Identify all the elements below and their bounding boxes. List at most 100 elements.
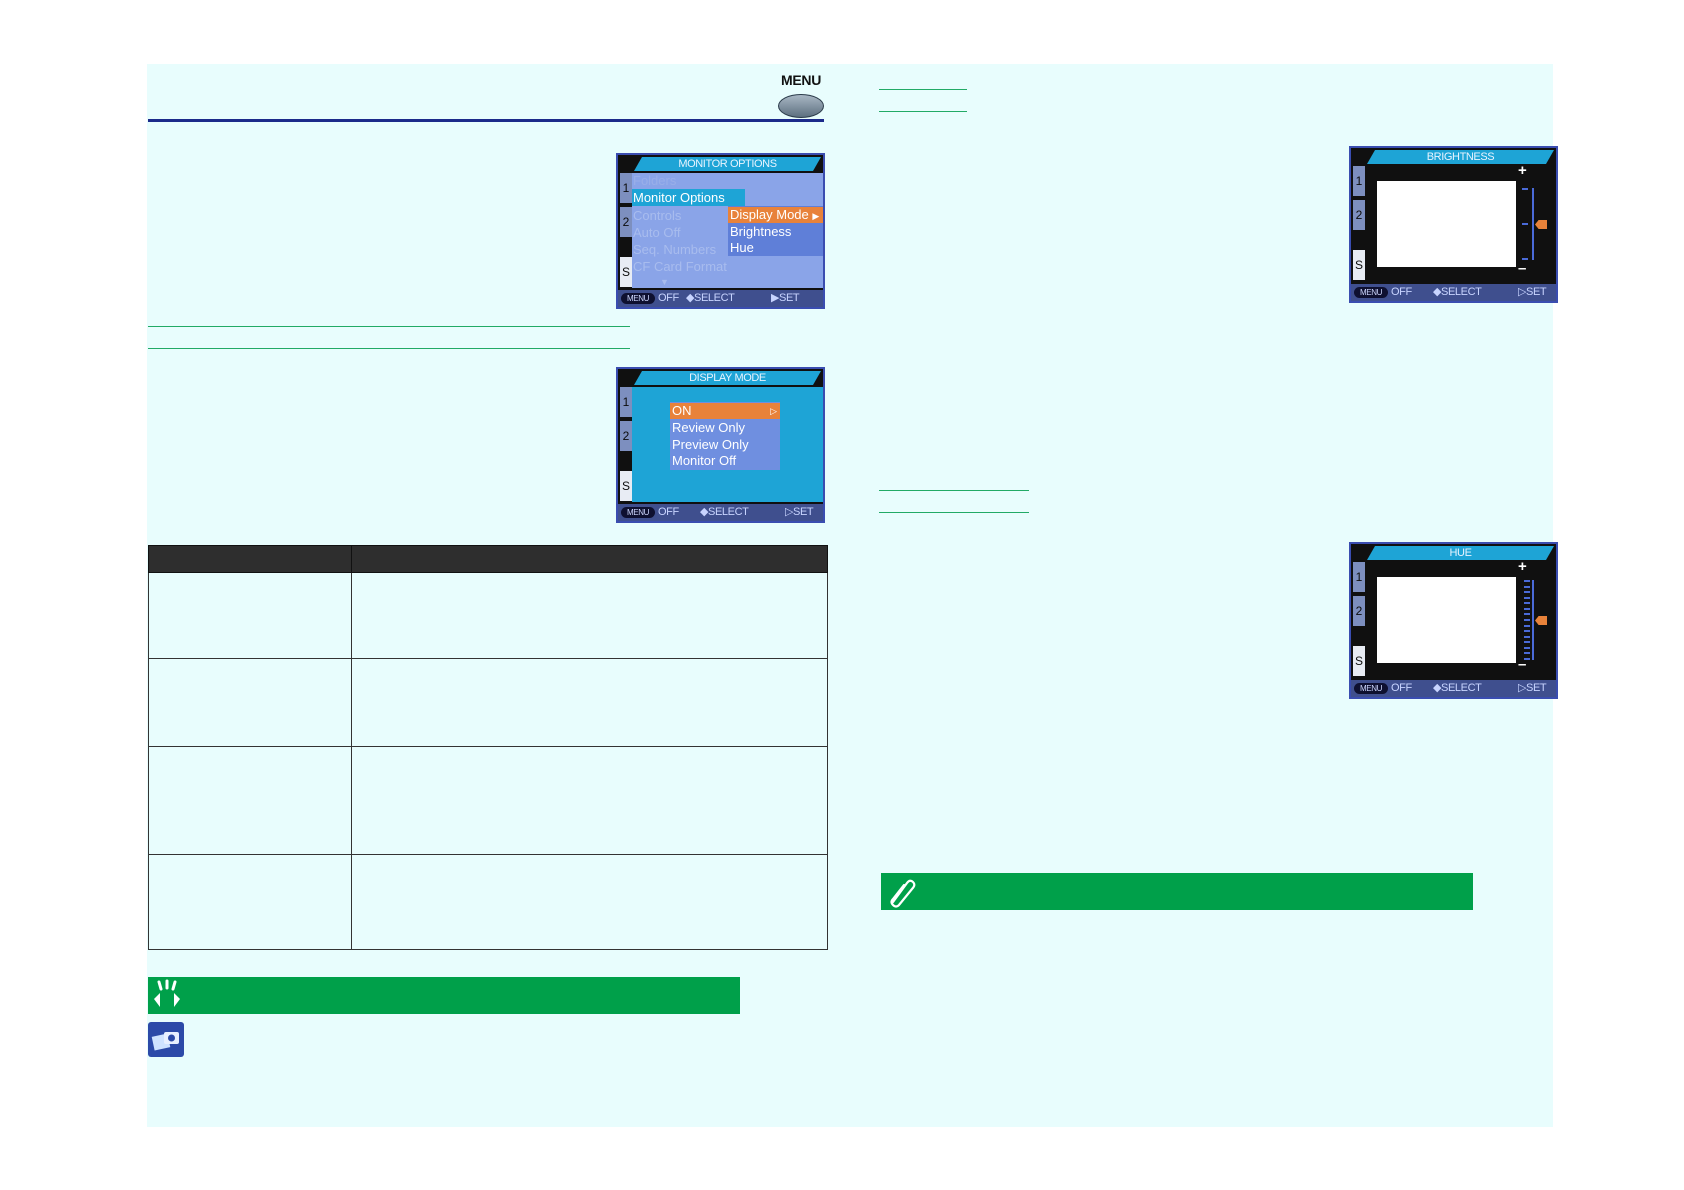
scale-tick — [1522, 223, 1528, 225]
caution-bar — [148, 977, 740, 1014]
scale-tick — [1524, 619, 1530, 621]
footer-select: ◆SELECT — [686, 292, 735, 304]
option-item: Monitor Off — [672, 453, 737, 468]
footer-set: ▶SET — [771, 292, 800, 304]
option-label: ON — [672, 403, 692, 418]
display-mode-screen: DISPLAY MODE 1 2 S ON ▷ Review Only Prev… — [616, 367, 825, 523]
level-marker — [1535, 220, 1547, 229]
scale-tick — [1524, 613, 1530, 615]
scale-tick — [1524, 591, 1530, 593]
scale-tick — [1524, 641, 1530, 643]
level-marker — [1535, 616, 1547, 625]
preview-area — [1377, 181, 1516, 267]
submenu: Display Mode ▶ Brightness Hue — [728, 206, 823, 256]
display-mode-table — [148, 545, 828, 950]
scale-tick — [1524, 658, 1530, 660]
menu-item: Folders — [633, 173, 677, 188]
scale-tick — [1524, 630, 1530, 632]
menu-pill: MENU — [621, 293, 655, 304]
screen-title: DISPLAY MODE — [634, 371, 821, 385]
plus-label: + — [1518, 558, 1527, 575]
level-scale — [1522, 188, 1547, 260]
tab-s: S — [620, 257, 632, 287]
note-bar — [881, 873, 1473, 910]
footer-select: ◆SELECT — [1433, 286, 1482, 298]
menu-pill: MENU — [1354, 287, 1388, 298]
footer-select: ◆SELECT — [700, 506, 749, 518]
tab-s: S — [620, 471, 632, 501]
table-row — [148, 658, 828, 747]
footer-set: ▷SET — [1518, 682, 1547, 694]
table-cell — [351, 658, 828, 747]
arrow-right-icon: ▷ — [770, 406, 777, 416]
menu-button-label: MENU — [780, 72, 822, 88]
monitor-options-screen: MONITOR OPTIONS 1 2 S Folders Monitor Op… — [616, 153, 825, 309]
submenu-item-selected: Display Mode ▶ — [728, 207, 823, 223]
menu-button-icon — [778, 94, 824, 118]
footer-set: ▷SET — [785, 506, 814, 518]
eye-icon — [154, 979, 180, 1007]
header-rule — [148, 119, 824, 122]
paperclip-icon — [890, 879, 916, 908]
scale-tick — [1524, 597, 1530, 599]
plus-label: + — [1518, 162, 1527, 179]
screen-tabs: 1 2 S — [620, 387, 632, 501]
option-item: Preview Only — [672, 437, 749, 452]
scale-tick — [1522, 188, 1528, 190]
scale-tick — [1524, 586, 1530, 588]
screen-title: MONITOR OPTIONS — [634, 157, 821, 171]
menu-pill: MENU — [621, 507, 655, 518]
arrow-right-icon: ▶ — [812, 211, 820, 221]
option-item: Review Only — [672, 420, 745, 435]
footer-off: OFF — [658, 506, 679, 518]
option-panel: ON ▷ Review Only Preview Only Monitor Of… — [632, 387, 823, 502]
tab-2: 2 — [1353, 596, 1365, 626]
section-rule — [148, 348, 630, 349]
table-row — [148, 854, 828, 950]
scale-tick — [1524, 647, 1530, 649]
screen-footer: MENU OFF ◆SELECT ▷SET — [1351, 680, 1556, 697]
table-cell — [351, 572, 828, 659]
table-cell — [351, 854, 828, 950]
footer-off: OFF — [658, 292, 679, 304]
screen-footer: MENU OFF ◆SELECT ▷SET — [1351, 284, 1556, 301]
section-rule — [148, 326, 630, 327]
screen-footer: MENU OFF ◆SELECT ▷SET — [618, 504, 823, 521]
brightness-screen: BRIGHTNESS 1 2 S + – MENU OFF ◆SELECT ▷S… — [1349, 146, 1558, 303]
menu-item: Controls — [633, 208, 682, 223]
option-selected: ON ▷ — [670, 403, 780, 419]
footer-off: OFF — [1391, 286, 1412, 298]
submenu-item: Hue — [730, 240, 754, 255]
table-row — [148, 572, 828, 659]
tab-1: 1 — [620, 173, 632, 203]
table-header-cell — [351, 545, 828, 573]
tab-1: 1 — [1353, 166, 1365, 196]
table-cell — [148, 572, 352, 659]
section-rule — [879, 89, 967, 90]
footer-select: ◆SELECT — [1433, 682, 1482, 694]
scale-tick — [1522, 258, 1528, 260]
tab-2: 2 — [620, 207, 632, 237]
scale-tick — [1524, 602, 1530, 604]
option-list: ON ▷ Review Only Preview Only Monitor Of… — [670, 402, 780, 470]
table-row — [148, 746, 828, 855]
menu-item: Auto Off — [633, 225, 681, 240]
minus-label: – — [1518, 656, 1527, 673]
tab-s: S — [1353, 646, 1365, 676]
section-rule — [879, 512, 1029, 513]
table-cell — [148, 658, 352, 747]
scale-tick — [1524, 608, 1530, 610]
screen-tabs: 1 2 S — [620, 173, 632, 287]
scale-tick — [1524, 580, 1530, 582]
menu-pill: MENU — [1354, 683, 1388, 694]
camera-card-icon — [148, 1022, 184, 1057]
table-header-cell — [148, 545, 352, 573]
tab-2: 2 — [620, 421, 632, 451]
menu-item-selected: Monitor Options — [632, 189, 745, 206]
tab-2: 2 — [1353, 200, 1365, 230]
table-cell — [148, 746, 352, 855]
hue-screen: HUE 1 2 S + – MENU OFF ◆SELECT ▷SET — [1349, 542, 1558, 699]
menu-item: CF Card Format — [633, 259, 727, 274]
footer-off: OFF — [1391, 682, 1412, 694]
screen-tabs: 1 2 S — [1353, 562, 1365, 677]
